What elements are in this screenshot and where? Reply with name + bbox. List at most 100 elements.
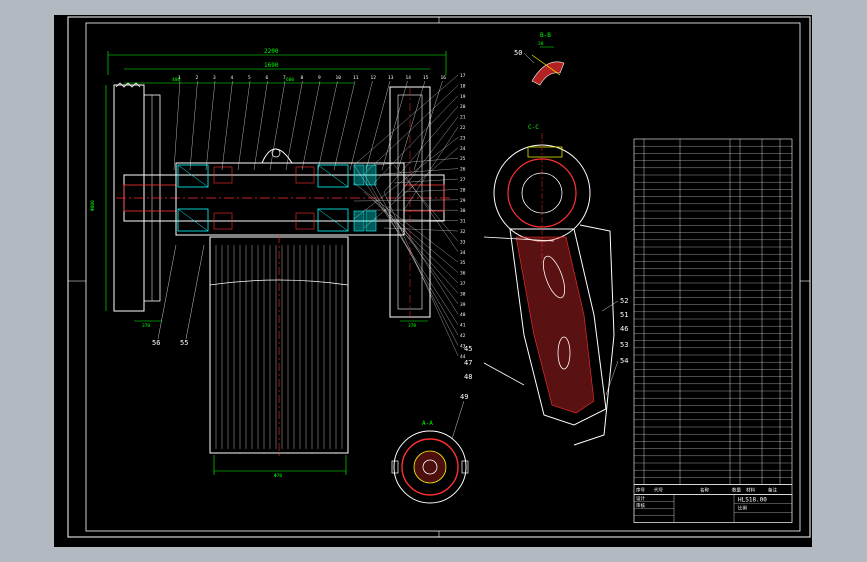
leader-right-32 — [383, 227, 459, 232]
callout-right-21: 21 — [460, 115, 466, 121]
leader-top-8 — [285, 80, 303, 171]
callout-top-11: 11 — [353, 75, 359, 81]
title-block-drawing-title: HLS18.00 — [738, 497, 767, 504]
label-49: 49 — [460, 393, 468, 401]
callout-top-5: 5 — [248, 75, 251, 81]
callout-top-9: 9 — [318, 75, 321, 81]
dim-left-height: Φ800 — [90, 200, 96, 211]
callout-right-43: 43 — [460, 343, 466, 349]
parts-table-header-cell: 名称 — [700, 487, 709, 494]
callout-right-39: 39 — [460, 302, 466, 308]
callout-top-12: 12 — [371, 75, 377, 81]
leader-right-19 — [373, 95, 459, 184]
leader-right-28 — [403, 189, 459, 193]
callout-top-16: 16 — [441, 75, 447, 81]
leader-top-11 — [333, 80, 356, 171]
callout-top-3: 3 — [213, 75, 216, 81]
label-48: 48 — [464, 373, 472, 381]
callout-right-28: 28 — [460, 187, 466, 193]
leader-top-6 — [253, 80, 268, 171]
leader-right-27 — [393, 178, 459, 184]
view-label-cc: C-C — [528, 124, 539, 131]
label-55: 55 — [180, 339, 188, 347]
callout-top-7: 7 — [283, 75, 286, 81]
leader-right-23 — [353, 137, 459, 220]
leader-right-17 — [353, 74, 459, 166]
dim-angle-bb: 38 — [538, 41, 544, 47]
callout-top-10: 10 — [336, 75, 342, 81]
parts-table-header-cell: 代号 — [654, 487, 663, 494]
leader-right-29 — [353, 199, 459, 202]
leader-right-25 — [373, 158, 459, 166]
leader-top-15 — [397, 80, 426, 171]
leader-right-36 — [363, 191, 459, 273]
callout-right-22: 22 — [460, 125, 466, 131]
callout-top-14: 14 — [406, 75, 412, 81]
bb-part — [531, 61, 565, 86]
leader-right-44 — [383, 191, 459, 356]
title-block-designer: 设计 — [636, 495, 645, 502]
section-bb: B-B 38 50 — [514, 32, 565, 86]
leader-top-7 — [269, 80, 286, 171]
title-block-scale: 比例 — [738, 505, 747, 512]
dimensions — [105, 51, 447, 475]
leader-top-5 — [237, 80, 251, 171]
leader-right-22 — [403, 126, 459, 211]
leader-top-3 — [205, 80, 216, 171]
leader-right-31 — [373, 218, 459, 221]
callout-right-40: 40 — [460, 312, 466, 318]
callout-right-30: 30 — [460, 208, 466, 214]
callout-right-20: 20 — [460, 104, 466, 110]
leader-right-18 — [363, 85, 459, 175]
label-50: 50 — [514, 49, 522, 57]
callout-right-36: 36 — [460, 271, 466, 277]
leader-right-38 — [383, 209, 459, 294]
callout-right-29: 29 — [460, 198, 466, 204]
inner-border — [85, 22, 801, 532]
parts-table-header-cell: 数量 — [732, 487, 741, 494]
callout-top-15: 15 — [423, 75, 429, 81]
callout-right-32: 32 — [460, 229, 466, 235]
callout-right-34: 34 — [460, 250, 466, 256]
callout-right-35: 35 — [460, 260, 466, 266]
leader-right-43 — [373, 182, 459, 346]
callout-right-37: 37 — [460, 281, 466, 287]
dim-center-span: 600 — [286, 77, 294, 83]
leader-right-37 — [373, 200, 459, 284]
housing — [175, 162, 405, 236]
callout-top-1: 1 — [178, 75, 181, 81]
label-46: 46 — [620, 325, 628, 333]
leader-top-10 — [317, 80, 338, 171]
leader-right-40 — [403, 227, 459, 315]
cad-drawing: 2200 1690 400 600 Φ800 370 370 Φ70 12345… — [67, 16, 811, 538]
leader-top-16 — [413, 80, 443, 171]
callout-right-27: 27 — [460, 177, 466, 183]
label-53: 53 — [620, 341, 628, 349]
parts-table-header-cell: 序号 — [636, 487, 645, 494]
dim-roller-bottom: Φ70 — [274, 473, 282, 479]
callout-top-2: 2 — [196, 75, 199, 81]
aa-flange-outer — [393, 430, 467, 504]
bearing-right — [317, 164, 349, 188]
leader-right-24 — [363, 147, 459, 229]
leader-right-35 — [353, 182, 459, 263]
callout-top-4: 4 — [231, 75, 234, 81]
bearing-left — [177, 164, 209, 188]
callout-top-6: 6 — [266, 75, 269, 81]
view-label-bb: B-B — [540, 32, 551, 39]
dim-left-offset: 400 — [172, 77, 180, 83]
callout-right-41: 41 — [460, 323, 466, 329]
leader-top-2 — [189, 80, 198, 171]
callout-right-24: 24 — [460, 146, 466, 152]
roller-flutes — [215, 245, 343, 449]
callout-right-17: 17 — [460, 73, 466, 79]
dim-inner: 1690 — [264, 62, 279, 69]
right-callouts: 1718192021222324252627282930313233343536… — [353, 73, 466, 360]
callout-right-44: 44 — [460, 354, 466, 360]
callout-right-25: 25 — [460, 156, 466, 162]
callout-top-13: 13 — [388, 75, 394, 81]
callout-right-33: 33 — [460, 239, 466, 245]
parts-table: 序号代号名称数量材料备注设计审核HLS18.00比例 — [633, 138, 793, 523]
